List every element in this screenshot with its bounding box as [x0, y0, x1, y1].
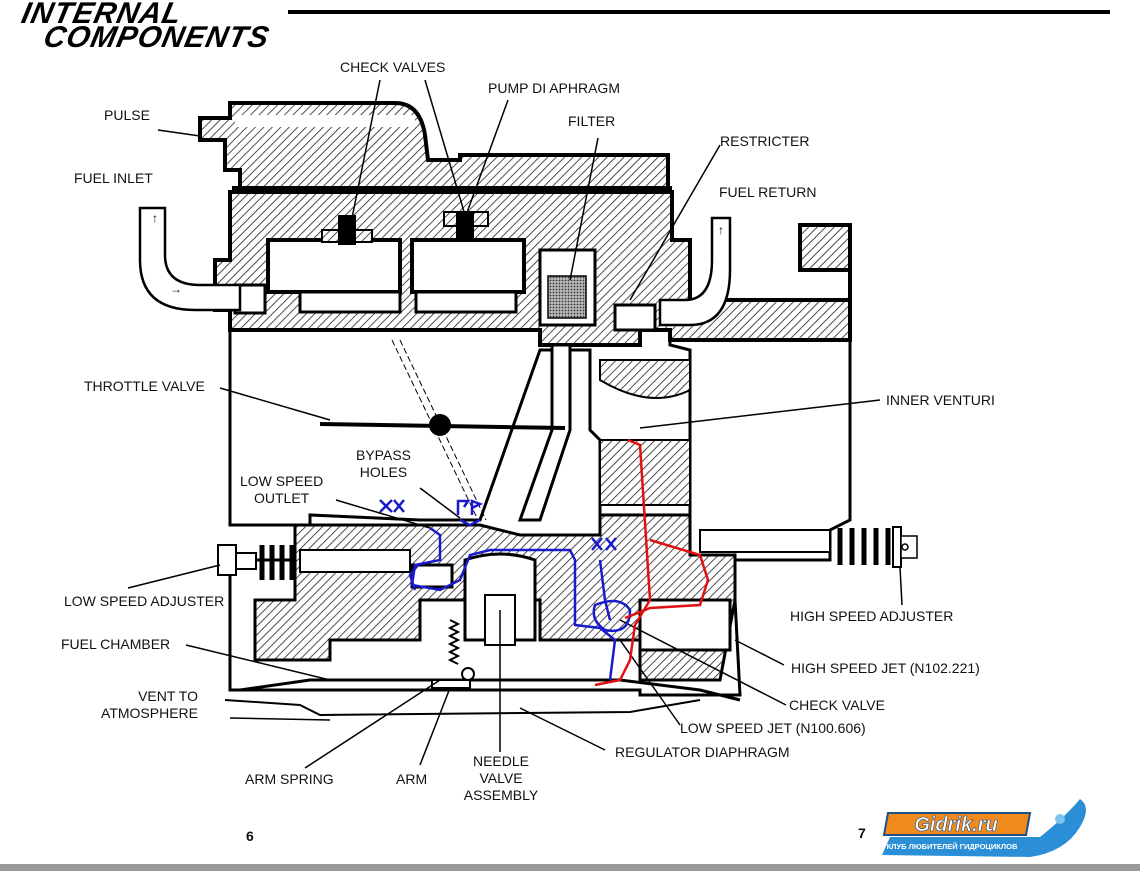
label-bypass-holes-line1: BYPASS	[356, 447, 411, 463]
label-restricter: RESTRICTER	[720, 133, 810, 149]
title-rule	[288, 10, 1110, 14]
fuel-chamber-body	[253, 513, 737, 682]
logo-rider-icon	[1055, 814, 1065, 824]
label-low-speed-adjuster: LOW SPEED ADJUSTER	[64, 593, 225, 609]
fuel-passage	[517, 343, 572, 522]
label-needle-line1: NEEDLE	[472, 753, 530, 769]
check-valve-left	[321, 215, 373, 245]
label-inner-venturi: INNER VENTURI	[886, 392, 995, 408]
label-needle-line2: VALVE	[479, 770, 523, 786]
label-needle-valve-assembly: NEEDLE VALVE ASSEMBLY	[459, 753, 543, 804]
leader-lines	[127, 79, 903, 769]
label-low-speed-outlet-line1: LOW SPEED	[240, 473, 324, 489]
carb-main-body	[228, 330, 852, 697]
logo-orange-banner	[882, 812, 1032, 836]
label-vent-line2: ATMOSPHERE	[101, 705, 198, 721]
throttle-valve	[319, 339, 566, 521]
label-throttle-valve: THROTTLE VALVE	[84, 378, 205, 394]
label-high-speed-adjuster: HIGH SPEED ADJUSTER	[790, 608, 954, 624]
arm-spring	[447, 619, 461, 665]
label-low-speed-outlet: LOW SPEED OUTLET	[240, 473, 323, 507]
blue-hand-annotation	[379, 499, 632, 681]
label-regulator-diaphragm: REGULATOR DIAPHRAGM	[615, 744, 790, 760]
fuel-return-pipe: ↑	[658, 216, 732, 327]
svg-text:→: →	[170, 282, 182, 296]
label-fuel-return: FUEL RETURN	[719, 184, 817, 200]
label-arm: ARM	[396, 771, 428, 787]
red-hand-annotation	[594, 438, 710, 687]
label-pulse: PULSE	[104, 107, 150, 123]
label-check-valves: CHECK VALVES	[340, 59, 446, 75]
label-high-speed-jet: HIGH SPEED JET (N102.221)	[791, 660, 980, 676]
label-bypass-holes: BYPASS HOLES	[356, 447, 411, 481]
label-pump-diaphragm: PUMP DI APHRAGM	[488, 80, 620, 96]
label-low-speed-outlet-line2: OUTLET	[254, 490, 310, 506]
fuel-filter	[538, 248, 597, 327]
svg-text:↑: ↑	[152, 211, 158, 225]
svg-text:↑: ↑	[718, 223, 724, 237]
high-speed-adjuster	[699, 526, 918, 568]
gidrik-logo: Gidrik.ru КЛУБ ЛЮБИТЕЛЕЙ ГИДРОЦИКЛОВ	[882, 799, 1086, 857]
check-valve-right	[443, 211, 489, 238]
page-number-left: 6	[246, 828, 254, 844]
pump-diaphragm-plate	[232, 186, 672, 192]
label-check-valve: CHECK VALVE	[789, 697, 885, 713]
label-filter: FILTER	[568, 113, 616, 129]
logo-text: Gidrik.ru	[914, 814, 997, 836]
page-number-right: 7	[858, 825, 866, 841]
label-fuel-inlet: FUEL INLET	[74, 170, 153, 186]
pump-cover	[198, 101, 670, 192]
label-arm-spring: ARM SPRING	[245, 771, 334, 787]
footer-bar	[0, 864, 1140, 871]
logo-subtitle: КЛУБ ЛЮБИТЕЛЕЙ ГИДРОЦИКЛОВ	[887, 842, 1018, 851]
fuel-inlet-pipe: ↑ →	[138, 206, 242, 312]
label-vent-line1: VENT TO	[138, 688, 198, 704]
label-fuel-chamber: FUEL CHAMBER	[61, 636, 171, 652]
label-vent-to-atmosphere: VENT TO ATMOSPHERE	[90, 688, 198, 722]
label-needle-line3: ASSEMBLY	[463, 787, 539, 803]
low-speed-adjuster	[217, 544, 411, 580]
label-low-speed-jet: LOW SPEED JET (N100.606)	[680, 720, 866, 736]
pump-body	[213, 190, 852, 347]
label-bypass-holes-line2: HOLES	[359, 464, 408, 480]
logo-wave-shape	[882, 799, 1086, 857]
